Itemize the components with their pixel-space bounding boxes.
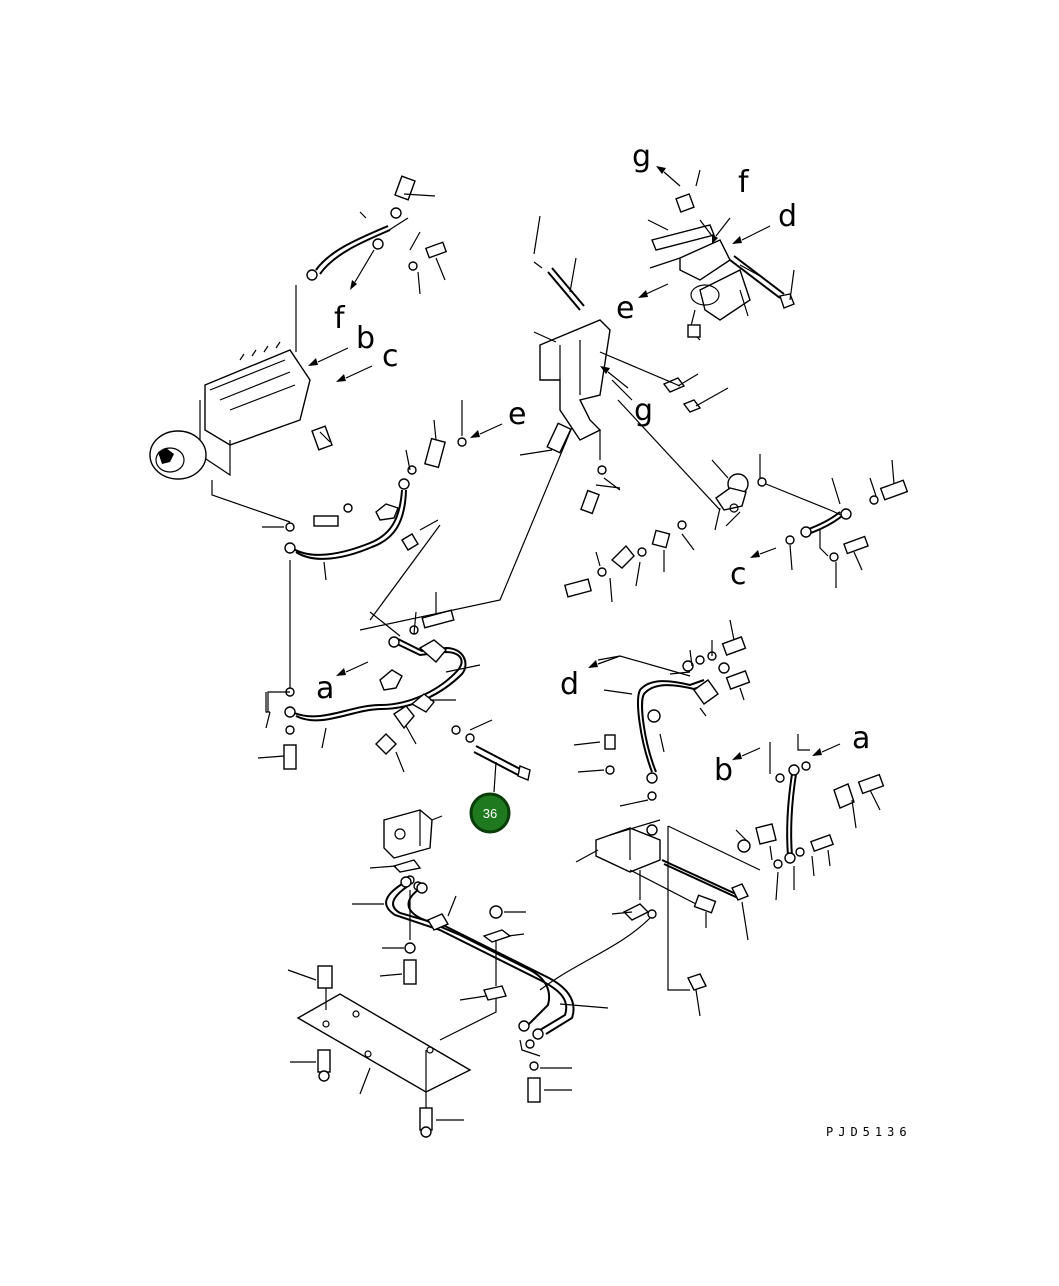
callout-marker[interactable]: 36 — [469, 792, 511, 834]
ref-letter-e-top: e — [616, 291, 634, 326]
fuel-pipe-left — [211, 400, 467, 688]
ref-letter-a-right: a — [852, 721, 870, 756]
ref-letter-b-right: b — [714, 753, 733, 788]
fuel-pipe-lower-left — [257, 592, 493, 773]
lower-pipes — [352, 876, 651, 1103]
upper-left-pipe — [295, 175, 448, 352]
ref-letter-g-mid: g — [634, 393, 653, 428]
long-bolt — [473, 745, 531, 793]
filter-block — [369, 809, 443, 891]
mid-right-fittings — [617, 399, 909, 588]
leader-line — [359, 407, 581, 631]
ref-letter-d-top: d — [778, 199, 797, 234]
ref-letter-f-left: f — [334, 301, 346, 336]
ref-letter-c-right: c — [730, 557, 747, 592]
callout-number: 36 — [483, 806, 497, 821]
ref-letter-f-top: f — [738, 165, 750, 200]
lower-right-block — [575, 791, 761, 1017]
ref-letter-g-top: g — [632, 139, 651, 174]
fuel-pipe-right — [573, 619, 751, 784]
top-right-clamp — [647, 169, 795, 341]
ref-letter-a-left: a — [316, 671, 334, 706]
reference-arrows — [308, 166, 841, 760]
ref-letter-c-left: c — [382, 339, 399, 374]
leader-line-2 — [369, 524, 441, 621]
drawing-code: PJD5136 — [826, 1125, 912, 1139]
ref-letter-d-mid: d — [560, 667, 579, 702]
upper-right-bracket — [519, 215, 729, 515]
base-plate — [287, 965, 472, 1138]
ref-letter-b-left: b — [356, 321, 375, 356]
right-side-bracket — [735, 734, 885, 901]
middle-row-parts — [563, 520, 695, 603]
ref-letter-e-mid: e — [508, 397, 526, 432]
injection-pump — [149, 341, 333, 480]
